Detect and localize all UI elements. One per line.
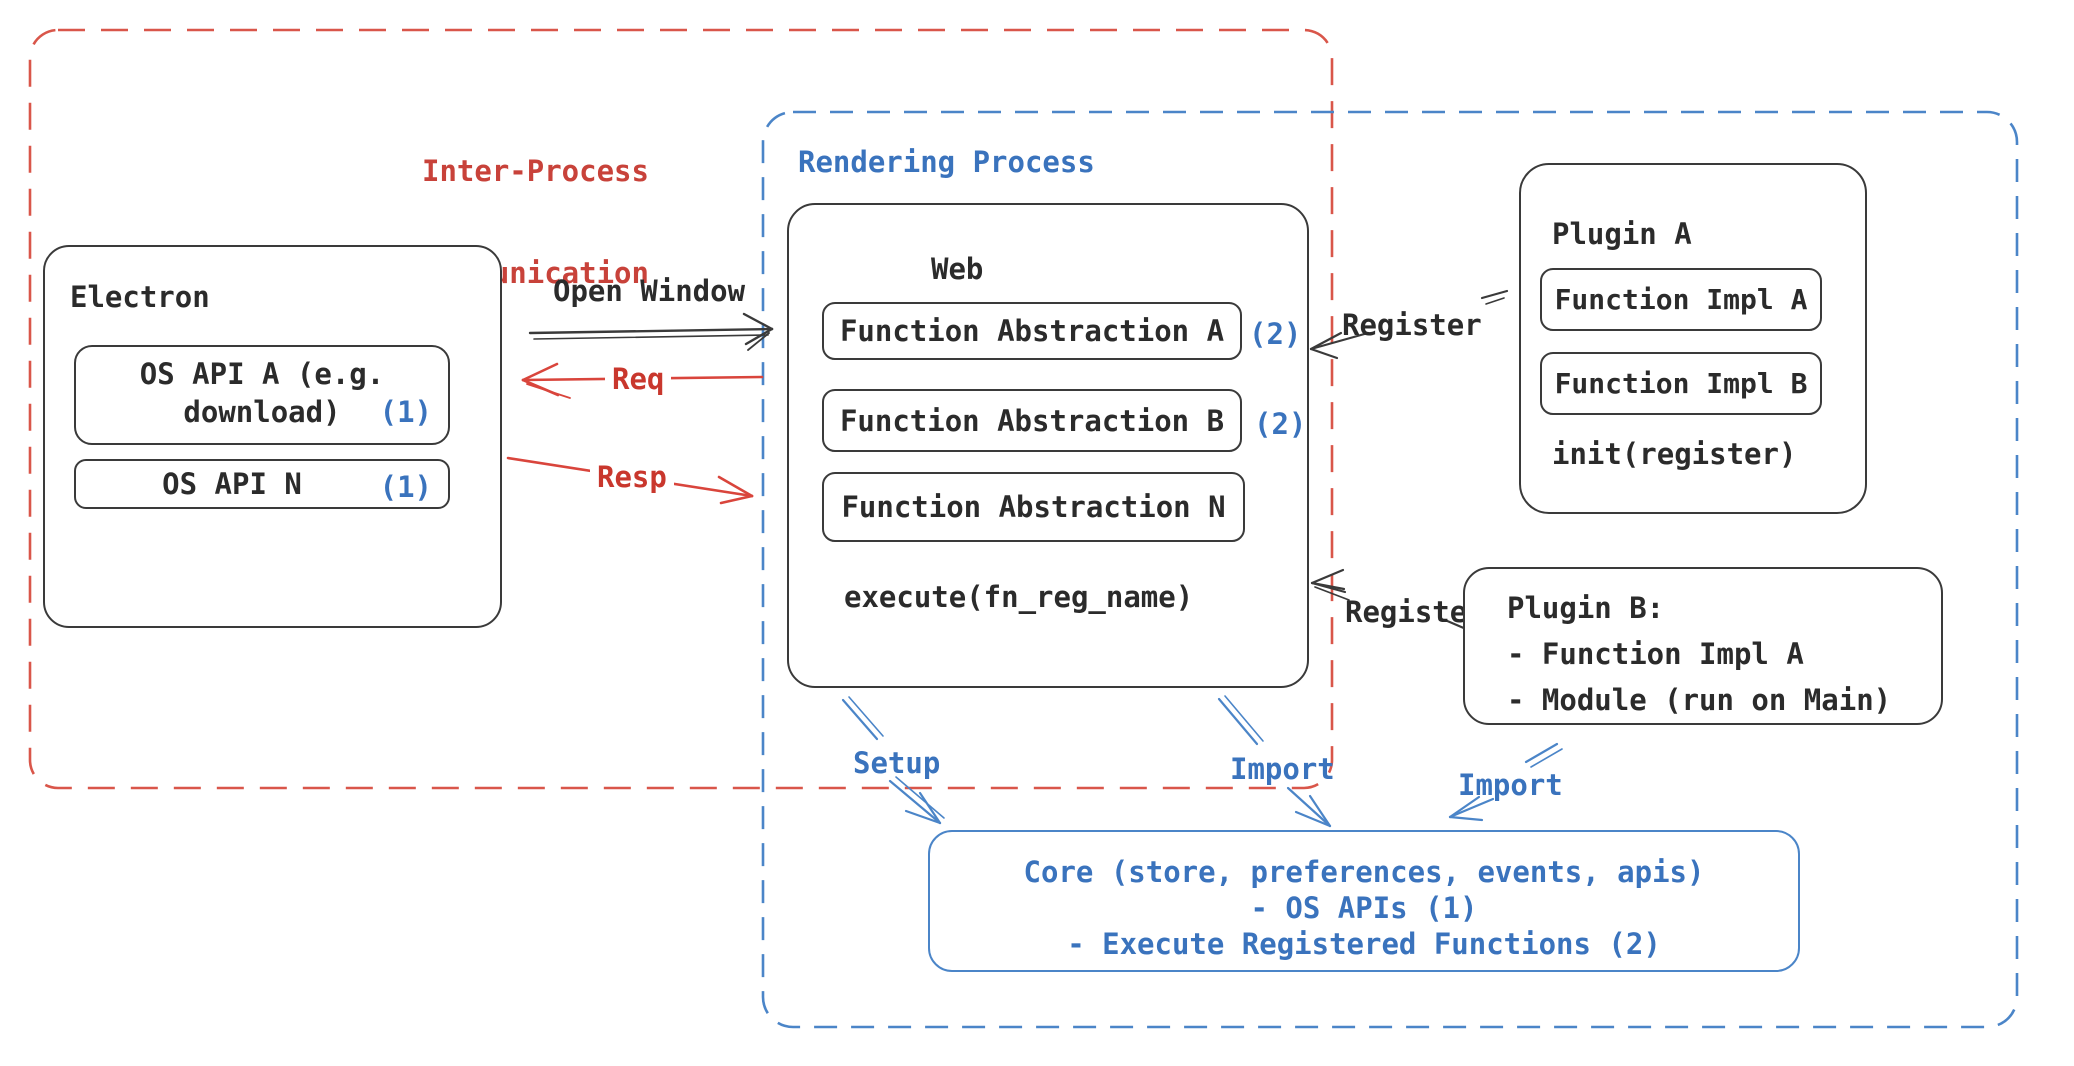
- setup-label: Setup: [853, 746, 941, 780]
- os-api-a-ref: (1): [379, 395, 432, 429]
- setup-arrow: [841, 696, 945, 825]
- import-left-label: Import: [1230, 752, 1335, 786]
- os-api-n-label: OS API N: [162, 467, 302, 501]
- function-abstraction-b-box: Function Abstraction B: [822, 389, 1242, 452]
- function-abstraction-n-box: Function Abstraction N: [822, 472, 1245, 542]
- function-abstraction-b-ref: (2): [1254, 407, 1307, 441]
- function-impl-b-label: Function Impl B: [1554, 367, 1808, 400]
- rendering-process-label: Rendering Process: [798, 145, 1095, 179]
- function-impl-b-box: Function Impl B: [1540, 352, 1822, 415]
- function-abstraction-n-label: Function Abstraction N: [841, 490, 1226, 524]
- req-label: Req: [605, 361, 672, 397]
- rendering-dashed-border: [761, 110, 2019, 1029]
- web-title: Web: [931, 252, 984, 286]
- import-left-arrow: [1217, 695, 1332, 828]
- function-abstraction-a-label: Function Abstraction A: [839, 314, 1225, 348]
- core-box: Core (store, preferences, events, apis) …: [928, 830, 1800, 972]
- os-api-n-ref: (1): [379, 470, 432, 504]
- register-bottom-label: Register: [1345, 595, 1485, 629]
- ipc-label-line1: Inter-Process: [422, 154, 649, 188]
- plugin-b-line1: Plugin B:: [1507, 591, 1665, 625]
- electron-box: Electron OS API A (e.g. download) (1) OS…: [43, 245, 502, 628]
- plugin-a-box: Plugin A Function Impl A Function Impl B…: [1519, 163, 1867, 514]
- plugin-b-line2: - Function Impl A: [1507, 637, 1804, 671]
- plugin-a-title: Plugin A: [1552, 217, 1692, 251]
- register-top-arrow: [1309, 289, 1509, 360]
- function-impl-a-box: Function Impl A: [1540, 268, 1822, 331]
- ipc-label: Inter-Process Communication: [422, 86, 649, 358]
- resp-label: Resp: [590, 459, 674, 495]
- os-api-n-box: OS API N (1): [74, 459, 450, 509]
- ipc-dashed-border: [28, 28, 1334, 790]
- open-window-arrow: [528, 312, 774, 351]
- electron-title: Electron: [70, 280, 210, 314]
- core-line2: - OS APIs (1): [1250, 891, 1478, 925]
- register-bottom-arrow: [1310, 568, 1468, 631]
- import-right-label: Import: [1458, 768, 1563, 802]
- execute-label: execute(fn_reg_name): [844, 580, 1194, 614]
- os-api-a-line1: OS API A (e.g.: [139, 357, 385, 391]
- core-line3: - Execute Registered Functions (2): [1067, 927, 1661, 961]
- plugin-b-line3: - Module (run on Main): [1507, 683, 1892, 717]
- web-box: Web Function Abstraction A (2) Function …: [787, 203, 1309, 688]
- open-window-label: Open Window: [553, 274, 746, 308]
- function-abstraction-b-label: Function Abstraction B: [839, 403, 1225, 438]
- os-api-a-line2: download): [183, 395, 341, 429]
- function-impl-a-label: Function Impl A: [1554, 283, 1808, 316]
- function-abstraction-a-box: Function Abstraction A: [822, 302, 1242, 360]
- import-right-arrow: [1448, 742, 1563, 822]
- core-line1: Core (store, preferences, events, apis): [1023, 855, 1705, 889]
- os-api-a-box: OS API A (e.g. download) (1): [74, 345, 450, 445]
- plugin-a-init-label: init(register): [1552, 437, 1797, 471]
- function-abstraction-a-ref: (2): [1249, 317, 1302, 351]
- register-top-label: Register: [1342, 308, 1482, 342]
- plugin-b-box: Plugin B: - Function Impl A - Module (ru…: [1463, 567, 1943, 725]
